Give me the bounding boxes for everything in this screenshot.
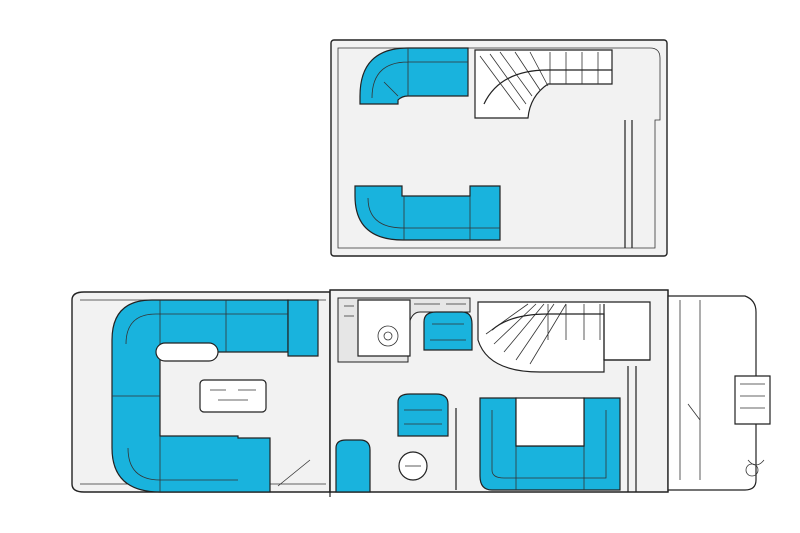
upper-deck-plan [330,39,668,257]
table-icon [398,451,428,481]
main-deck-plan [71,289,771,497]
bow-seat-cushions [112,300,288,492]
stern-wall [627,366,637,492]
captain-chair-icon [423,311,473,351]
upper-deck-inner-rail [337,47,661,249]
stern-rails [277,300,701,487]
bow-seat-end-top-outline [287,299,319,357]
upper-stair-icon [474,49,613,119]
upper-deck-wall [624,120,633,248]
stair-icon [477,301,651,373]
upper-top-seat-outline [359,47,469,105]
bow-table-icon [155,342,219,362]
upper-bottom-seat-outline [354,185,501,241]
stern-seat-cushions [491,410,607,490]
bow-seat-end-top [288,300,318,356]
ladder-icon [734,375,771,477]
lounge-chair-icon [397,393,449,437]
side-chair-icon [335,439,371,493]
upper-top-seat-cushions [371,48,468,99]
bow-c-seat-outline [111,299,289,493]
upper-bottom-seat-cushions [367,196,500,240]
section-dividers [329,290,669,497]
stern-section [667,295,757,491]
cooler-icon [199,379,267,413]
helm-console-icon [337,297,471,363]
bow-c-seat [112,300,288,492]
stern-u-seat [480,398,620,490]
stern-table-icon [515,397,585,447]
